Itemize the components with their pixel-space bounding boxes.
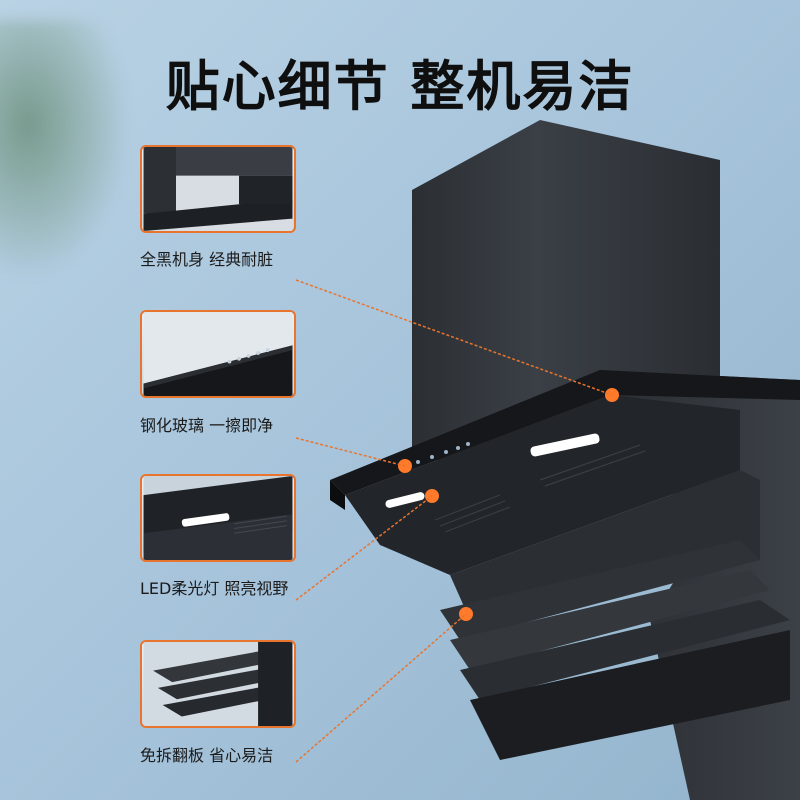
feature-caption-black-body: 全黑机身 经典耐脏	[140, 250, 274, 269]
flip-panel-icon	[143, 642, 293, 726]
feature-thumb-flip-panel	[140, 640, 296, 728]
feature-thumb-led-light	[140, 474, 296, 562]
page-title: 贴心细节 整机易洁	[165, 55, 635, 118]
feature-thumb-black-body	[140, 145, 296, 233]
blurred-leaf-decoration	[0, 20, 130, 280]
feature-thumb-tempered-glass	[140, 310, 296, 398]
feature-caption-flip-panel: 免拆翻板 省心易洁	[140, 746, 274, 765]
feature-caption-led-light: LED柔光灯 照亮视野	[140, 579, 289, 598]
led-light-icon	[143, 476, 293, 560]
black-body-icon	[143, 147, 293, 231]
tempered-glass-icon	[143, 312, 293, 396]
feature-caption-tempered-glass: 钢化玻璃 一擦即净	[140, 416, 274, 435]
